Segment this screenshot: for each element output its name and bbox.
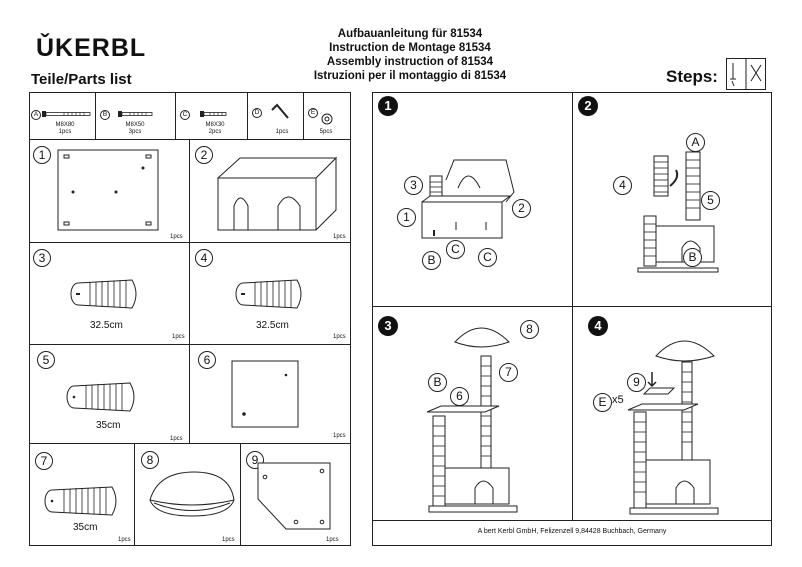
parts-list-heading: Teile/Parts list [31,71,132,88]
part-2-qty: 1pcs [333,234,346,240]
part-9-qty: 1pcs [326,537,339,543]
step-2-label-5: 5 [701,191,720,210]
divider [134,443,135,546]
hardware-c-name: M8X30 [205,122,225,128]
step-2-label-4: 4 [613,176,632,195]
part-8-qty: 1pcs [222,537,235,543]
part-4-length: 32.5cm [256,320,289,331]
part-6-qty: 1pcs [333,433,346,439]
step-1-label-c2: C [478,248,497,267]
divider [372,306,772,307]
divider [29,344,351,345]
part-4-post-icon [235,279,302,309]
divider [247,92,248,140]
bolt-b-icon [118,111,153,117]
part-2-number: 2 [195,146,213,164]
part-5-post-icon [66,382,135,412]
part-6-number: 6 [198,351,216,369]
divider [29,242,351,243]
step-3-illustration [426,327,518,513]
step-1-label-b: B [422,251,441,270]
part-7-post-icon [44,486,117,516]
hardware-a-name: M8X80 [55,122,75,128]
part-5-length: 35cm [96,420,121,431]
hardware-a-qty: 1pcs [58,129,72,135]
hardware-row [29,92,351,140]
step-2-badge: 2 [578,96,598,116]
hardware-e-qty: 5pcs [319,129,333,135]
part-5-qty: 1pcs [170,436,183,442]
part-8-bed-icon [149,471,235,517]
title-fr: Instruction de Montage 81534 [329,42,491,54]
bolt-a-icon [42,111,91,117]
divider [303,92,304,140]
kerbl-logo: ǓKERBL [36,34,147,62]
part-2-house-icon [216,156,338,231]
title-block: Aufbauanleitung für 81534 Instruction de… [280,27,540,83]
step-1-label-2: 2 [512,199,531,218]
hardware-b-name: M8X50 [125,122,145,128]
step-3-badge: 3 [378,316,398,336]
part-1-board-icon [57,149,159,231]
company-footer: A bert Kerbl GmbH, Felizenzell 9,84428 B… [477,528,667,535]
part-1-qty: 1pcs [170,234,183,240]
allen-key-icon [271,103,289,119]
part-6-platform-icon [231,360,299,428]
divider [189,140,190,443]
hardware-d-qty: 1pcs [275,129,289,135]
hardware-c-letter: C [180,110,190,120]
hardware-b-qty: 3pcs [128,129,142,135]
divider [175,92,176,140]
hardware-b-letter: B [100,110,110,120]
divider [29,443,351,444]
step-2-label-a: A [686,133,705,152]
step-2-illustration [637,151,719,273]
step-1-label-1: 1 [397,208,416,227]
step-4-illustration [627,340,719,515]
part-3-length: 32.5cm [90,320,123,331]
steps-heading: Steps: [666,67,718,86]
hardware-e-letter: E [308,108,318,118]
part-4-qty: 1pcs [333,334,346,340]
step-4-label-9: 9 [627,373,646,392]
hardware-a-letter: A [31,110,41,120]
part-7-qty: 1pcs [118,537,131,543]
part-1-number: 1 [33,146,51,164]
step-1-label-3: 3 [404,176,423,195]
part-4-number: 4 [195,249,213,267]
step-2-label-b: B [683,248,702,267]
step-4-label-e: E [593,393,612,412]
divider [240,443,241,546]
hardware-c-qty: 2pcs [208,129,222,135]
tools-icon [726,58,766,90]
step-3-label-6: 6 [450,387,469,406]
part-5-number: 5 [37,351,55,369]
step-3-label-b: B [428,373,447,392]
step-1-illustration [421,159,515,239]
part-7-number: 7 [35,452,53,470]
part-9-shelf-icon [257,462,331,530]
title-it: Istruzioni per il montaggio di 81534 [313,70,507,82]
part-3-number: 3 [33,249,51,267]
step-1-badge: 1 [378,96,398,116]
step-1-label-c1: C [446,240,465,259]
bolt-c-icon [200,111,227,117]
step-3-label-7: 7 [499,363,518,382]
step-4-multiplier: x5 [612,394,624,406]
step-3-label-8: 8 [520,320,539,339]
part-8-number: 8 [141,451,159,469]
divider [95,92,96,140]
step-4-badge: 4 [588,316,608,336]
title-en: Assembly instruction of 81534 [326,56,494,68]
hardware-d-letter: D [252,108,262,118]
divider [372,520,772,521]
part-7-length: 35cm [73,522,98,533]
title-de: Aufbauanleitung für 81534 [337,28,483,40]
part-3-qty: 1pcs [172,334,185,340]
part-3-post-icon [70,279,137,309]
nut-icon [321,113,333,125]
